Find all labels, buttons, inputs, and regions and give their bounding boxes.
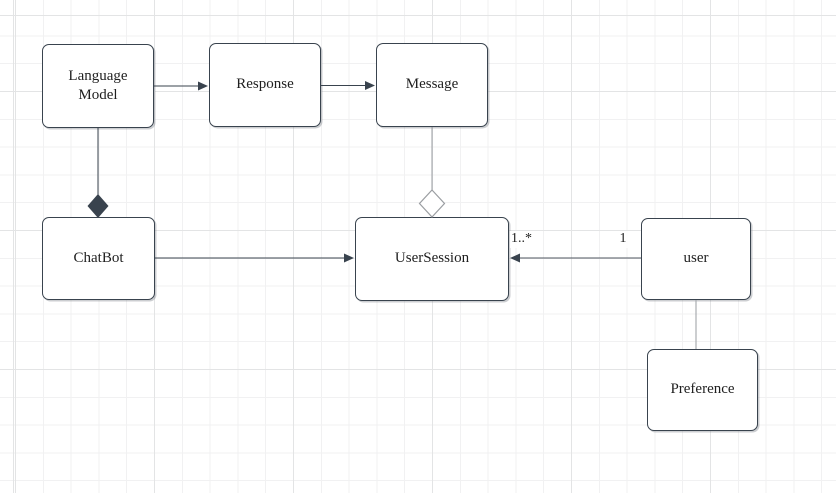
node-label: user <box>683 250 709 267</box>
edge-message-to-usersession[interactable] <box>418 127 446 218</box>
node-preference[interactable]: Preference <box>647 349 758 431</box>
node-label: Preference <box>670 381 735 398</box>
node-user[interactable]: user <box>641 218 751 300</box>
node-label: UserSession <box>394 250 470 267</box>
node-language-model[interactable]: Language Model <box>42 44 154 128</box>
node-label: Response <box>236 76 294 93</box>
composition-diamond-icon <box>87 194 109 218</box>
aggregation-diamond-icon <box>418 189 446 218</box>
node-usersession[interactable]: UserSession <box>355 217 509 301</box>
multiplicity-label-usersession[interactable]: 1..* <box>510 231 533 248</box>
node-label: ChatBot <box>73 249 124 266</box>
arrowhead-icon <box>365 81 375 90</box>
node-chatbot[interactable]: ChatBot <box>42 217 155 300</box>
edge-language-model-to-chatbot[interactable] <box>87 128 109 218</box>
edge-response-to-message[interactable] <box>321 81 375 90</box>
arrowhead-icon <box>510 253 520 263</box>
node-label: Language Model <box>68 67 128 103</box>
arrowhead-icon <box>344 253 354 263</box>
node-label: Message <box>405 76 459 93</box>
edge-user-to-usersession[interactable] <box>510 253 641 263</box>
arrowhead-icon <box>198 81 208 91</box>
node-message[interactable]: Message <box>376 43 488 127</box>
edge-chatbot-to-usersession[interactable] <box>155 253 354 263</box>
node-response[interactable]: Response <box>209 43 321 127</box>
edge-language-model-to-response[interactable] <box>154 81 208 91</box>
multiplicity-label-user[interactable]: 1 <box>615 231 631 248</box>
